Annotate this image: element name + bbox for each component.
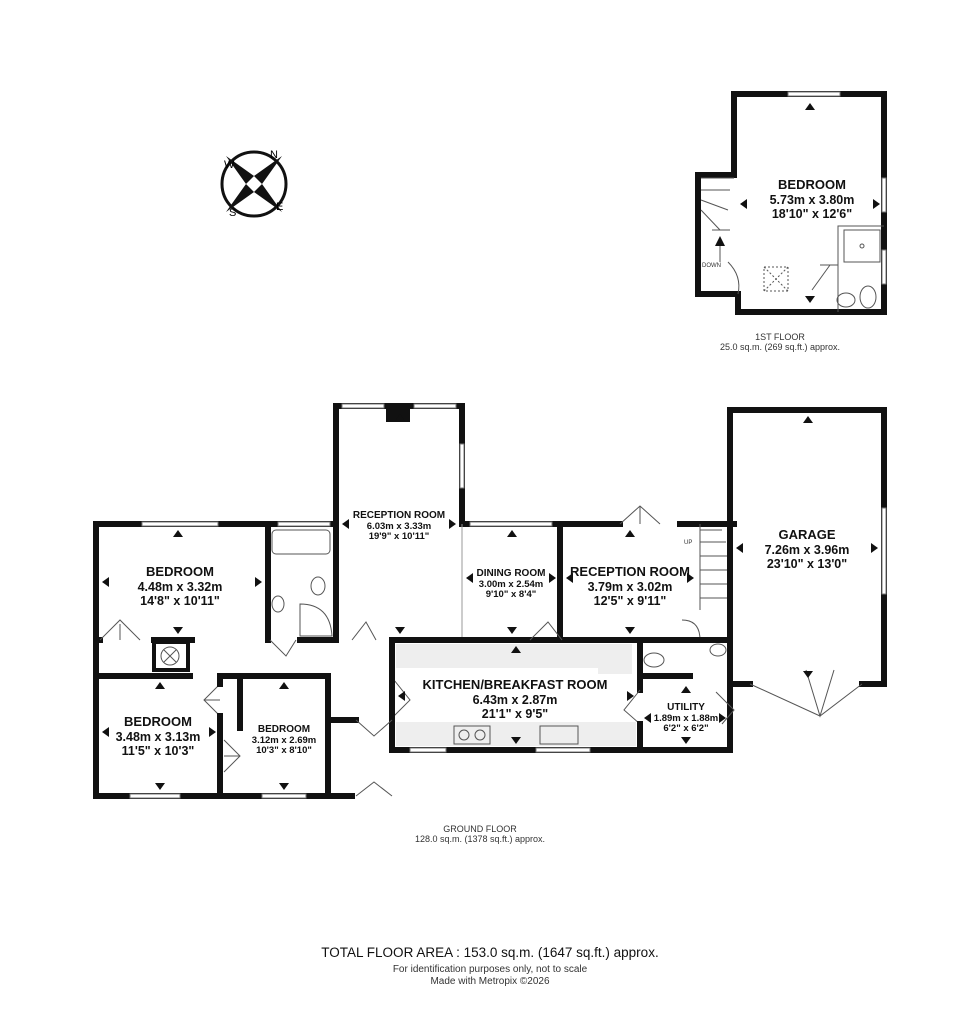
gf-kitchen-imperial: 21'1" x 9'5" [481, 707, 549, 722]
ground-floor-plan [93, 403, 887, 799]
ff-bedroom-name: BEDROOM [778, 177, 846, 192]
gf-caption-area: 128.0 sq.m. (1378 sq.ft.) approx. [414, 834, 546, 845]
gf-garage-imperial: 23'10" x 13'0" [766, 557, 848, 572]
gf-stair-label: UP [684, 540, 693, 546]
compass-w: W [224, 159, 235, 171]
gf-dining-label: DINING ROOM 3.00m x 2.54m 9'10" x 8'4" [466, 568, 556, 601]
gf-reception1-imperial: 19'9" x 10'11" [368, 531, 430, 543]
gf-reception2-name: RECEPTION ROOM [570, 564, 690, 579]
gf-utility-imperial: 6'2" x 6'2" [663, 723, 709, 735]
credit-note: Made with Metropix ©2026 [430, 976, 550, 987]
compass-e: E [276, 201, 283, 213]
gf-bedroom1-label: BEDROOM 4.48m x 3.32m 14'8" x 10'11" [100, 564, 260, 609]
gf-bedroom3-imperial: 10'3" x 8'10" [256, 745, 312, 757]
gf-bedroom2-imperial: 11'5" x 10'3" [121, 744, 195, 759]
gf-reception2-imperial: 12'5" x 9'11" [593, 594, 667, 609]
gf-caption-title: GROUND FLOOR [443, 824, 517, 834]
gf-reception1-metric: 6.03m x 3.33m [366, 520, 432, 532]
gf-bedroom3-label: BEDROOM 3.12m x 2.69m 10'3" x 8'10" [242, 724, 326, 757]
disclaimer-note: For identification purposes only, not to… [392, 964, 588, 975]
ff-bedroom-imperial: 18'10" x 12'6" [771, 207, 853, 222]
gf-kitchen-metric: 6.43m x 2.87m [472, 692, 558, 707]
gf-utility-label: UTILITY 1.89m x 1.88m 6'2" x 6'2" [644, 702, 728, 735]
gf-garage-name: GARAGE [778, 527, 836, 542]
ff-caption-title: 1ST FLOOR [755, 332, 805, 342]
gf-reception2-metric: 3.79m x 3.02m [587, 579, 673, 594]
gf-reception2-label: RECEPTION ROOM 3.79m x 3.02m 12'5" x 9'1… [564, 564, 696, 609]
gf-garage-metric: 7.26m x 3.96m [764, 542, 850, 557]
gf-caption: GROUND FLOOR 128.0 sq.m. (1378 sq.ft.) a… [380, 824, 580, 845]
compass-rose-icon [220, 150, 288, 218]
ff-bedroom-label: BEDROOM 5.73m x 3.80m 18'10" x 12'6" [742, 177, 882, 222]
gf-reception1-label: RECEPTION ROOM 6.03m x 3.33m 19'9" x 10'… [340, 510, 458, 543]
gf-bedroom1-metric: 4.48m x 3.32m [137, 579, 223, 594]
gf-garage-label: GARAGE 7.26m x 3.96m 23'10" x 13'0" [744, 527, 870, 572]
compass-s: S [229, 207, 236, 219]
ff-bedroom-metric: 5.73m x 3.80m [769, 192, 855, 207]
gf-bedroom2-name: BEDROOM [124, 714, 192, 729]
gf-reception1-name: RECEPTION ROOM [352, 510, 446, 521]
ff-stair-label: DOWN [702, 263, 721, 269]
total-floor-area: TOTAL FLOOR AREA : 153.0 sq.m. (1647 sq.… [321, 945, 659, 960]
gf-kitchen-label: KITCHEN/BREAKFAST ROOM 6.43m x 2.87m 21'… [410, 677, 620, 722]
ff-caption-area: 25.0 sq.m. (269 sq.ft.) approx. [719, 342, 841, 353]
gf-kitchen-name: KITCHEN/BREAKFAST ROOM [422, 677, 608, 692]
first-floor-plan [695, 91, 887, 315]
gf-bedroom3-metric: 3.12m x 2.69m [251, 734, 317, 746]
gf-utility-metric: 1.89m x 1.88m [653, 712, 719, 724]
gf-dining-name: DINING ROOM [476, 568, 546, 579]
gf-dining-metric: 3.00m x 2.54m [478, 578, 544, 590]
gf-bedroom2-label: BEDROOM 3.48m x 3.13m 11'5" x 10'3" [98, 714, 218, 759]
gf-bedroom3-name: BEDROOM [257, 724, 311, 735]
gf-bedroom1-name: BEDROOM [146, 564, 214, 579]
gf-utility-name: UTILITY [667, 702, 705, 713]
gf-dining-imperial: 9'10" x 8'4" [485, 589, 537, 601]
gf-bedroom2-metric: 3.48m x 3.13m [115, 729, 201, 744]
ff-caption: 1ST FLOOR 25.0 sq.m. (269 sq.ft.) approx… [680, 332, 880, 353]
gf-bedroom1-imperial: 14'8" x 10'11" [140, 594, 220, 609]
compass-n: N [270, 149, 278, 161]
